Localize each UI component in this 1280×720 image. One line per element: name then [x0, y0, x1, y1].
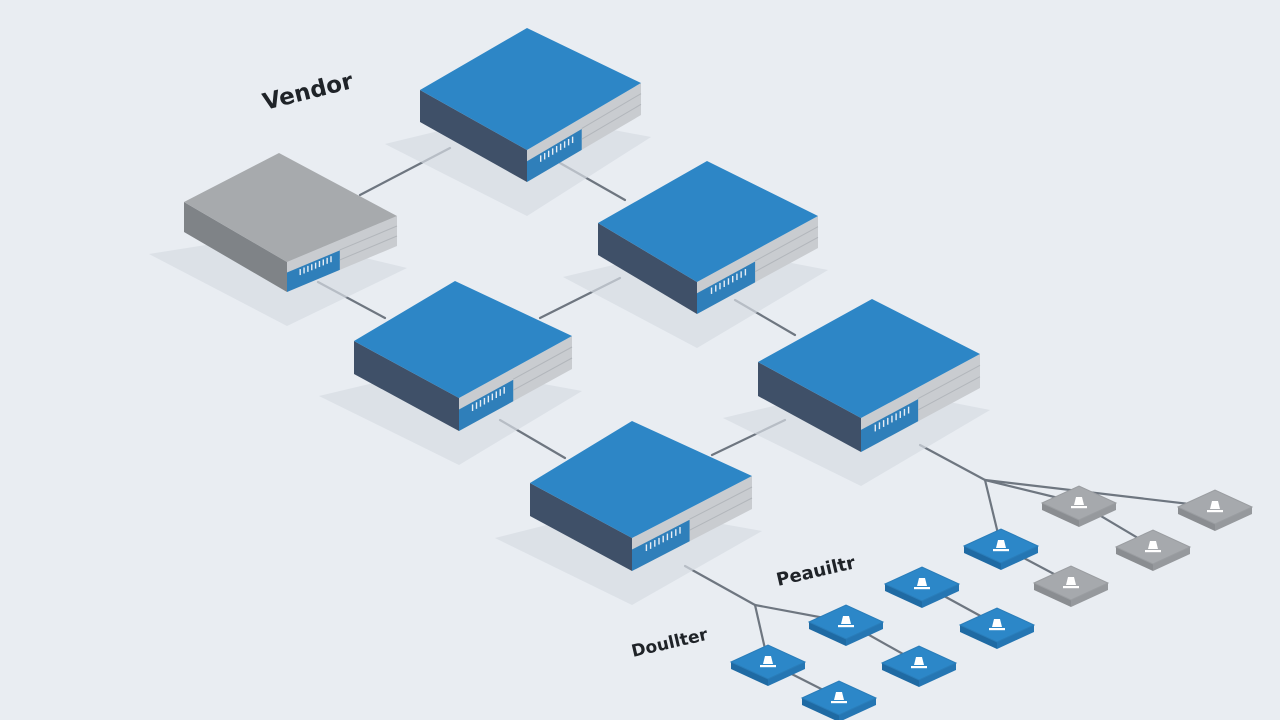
label-doullter: Doullter: [630, 625, 711, 662]
device-icon: [1063, 577, 1079, 589]
device-icon: [838, 616, 854, 628]
server-right-upper[interactable]: [598, 161, 819, 314]
label-peauiltr: Peauiltr: [774, 552, 857, 591]
server-top-face: [354, 281, 572, 398]
endpoint-blue-1[interactable]: [962, 528, 1040, 570]
server-side-face: [758, 362, 861, 452]
label-vendor: Vendor: [260, 68, 356, 116]
server-top-face: [598, 161, 818, 282]
server-vent-icon: [539, 136, 574, 162]
server-bottom[interactable]: [530, 421, 753, 571]
device-icon: [1207, 501, 1223, 513]
server-middle-left[interactable]: [354, 281, 573, 431]
server-devices: [184, 28, 981, 571]
endpoint-blue-5[interactable]: [880, 645, 958, 687]
link-8: [683, 564, 757, 607]
server-gray[interactable]: [184, 153, 398, 292]
endpoint-blue-4[interactable]: [807, 604, 885, 646]
server-side-face: [598, 223, 697, 314]
device-icon: [911, 657, 927, 669]
endpoint-gray-4[interactable]: [1032, 565, 1110, 607]
endpoint-gray-3[interactable]: [1114, 529, 1192, 571]
server-vent-icon: [645, 527, 681, 552]
device-icon: [914, 578, 930, 590]
server-top-face: [184, 153, 397, 262]
server-top-face: [530, 421, 752, 538]
server-side-face: [530, 483, 632, 571]
endpoint-gray-2[interactable]: [1176, 489, 1254, 531]
server-side-face: [354, 341, 459, 431]
server-right[interactable]: [758, 299, 981, 452]
device-icon: [993, 540, 1009, 552]
server-top-face: [420, 28, 641, 150]
server-side-face: [420, 90, 527, 182]
server-vent-icon: [471, 387, 505, 412]
server-vent-icon: [874, 406, 910, 432]
device-icon: [1071, 497, 1087, 509]
server-vent-icon: [299, 256, 332, 276]
link-9: [918, 443, 987, 482]
server-vent-icon: [710, 269, 747, 294]
endpoint-blue-2[interactable]: [883, 566, 961, 608]
endpoint-gray-1[interactable]: [1040, 485, 1118, 527]
endpoint-blue-7[interactable]: [800, 680, 878, 720]
server-side-face: [184, 202, 287, 292]
link-12: [983, 478, 1217, 509]
server-top[interactable]: [420, 28, 642, 182]
server-top-face: [758, 299, 980, 418]
device-icon: [1145, 541, 1161, 553]
endpoint-blue-6[interactable]: [729, 644, 807, 686]
endpoint-blue-3[interactable]: [958, 607, 1036, 649]
device-icon: [760, 656, 776, 668]
endpoint-devices: [729, 485, 1254, 720]
device-icon: [831, 692, 847, 704]
device-icon: [989, 619, 1005, 631]
